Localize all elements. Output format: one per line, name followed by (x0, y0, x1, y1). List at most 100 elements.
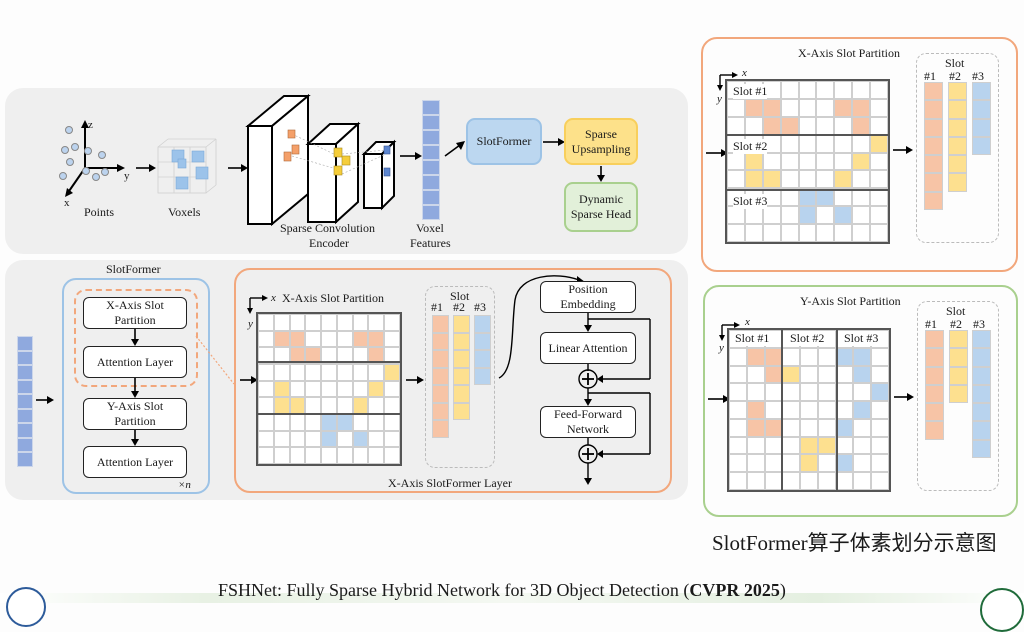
grid-cell (870, 206, 888, 225)
slot-token (924, 118, 943, 137)
grid-cell (321, 363, 337, 381)
slotformer-box: SlotFormer (466, 118, 542, 165)
slot-token (972, 403, 991, 422)
grid-cell (798, 81, 817, 99)
grid-cell-filled (273, 380, 290, 398)
grid-cell (762, 206, 781, 225)
grid-cell (834, 116, 853, 135)
footer-venue: CVPR 2025 (689, 580, 780, 600)
grid-cell (816, 224, 835, 242)
slot-column-3 (972, 330, 991, 459)
grid-cell-filled (273, 397, 290, 414)
x-axis-partition-panel (701, 37, 1018, 272)
grid-cell (764, 454, 783, 473)
slot-token (972, 100, 991, 119)
grid-cell (305, 380, 322, 398)
xy-axes-icon (247, 295, 268, 314)
grid-cell (258, 430, 274, 448)
y-panel-title: Y-Axis Slot Partition (800, 294, 901, 308)
slot-token (432, 350, 449, 368)
slot-divider (836, 328, 838, 492)
slot-token (972, 330, 991, 349)
slot-token (453, 367, 470, 385)
grid-cell-filled (834, 170, 853, 189)
slot-token (949, 348, 968, 367)
grid-cell (368, 413, 385, 431)
grid-cell (782, 347, 801, 366)
sparse-conv-encoder-icon (245, 93, 397, 227)
y-partition-label-2: Partition (114, 414, 156, 428)
grid-cell (780, 134, 799, 153)
grid-cell (800, 401, 818, 419)
grid-cell (871, 365, 889, 384)
arrow-icon (406, 376, 424, 384)
slot-id: #3 (973, 317, 985, 331)
grid-cell (852, 188, 871, 207)
grid-cell (835, 436, 854, 455)
slot-column-1 (924, 82, 943, 211)
grid-cell-filled (289, 347, 306, 364)
ffn-label-2: Network (567, 422, 609, 436)
grid-cell (727, 152, 745, 171)
grid-cell-filled (384, 363, 400, 381)
grid-cell (744, 116, 763, 135)
slot-token (453, 402, 470, 420)
slotformer-title: SlotFormer (106, 262, 161, 276)
grid-cell (729, 418, 747, 437)
upsampling-label-2: Upsampling (571, 141, 631, 156)
grid-cell (782, 418, 801, 437)
arrow-icon (131, 329, 139, 346)
points-icon (59, 120, 125, 197)
slot-token (948, 136, 967, 156)
slot-id: #2 (453, 300, 465, 314)
grid-cell (870, 116, 888, 135)
slot-header: Slot (450, 289, 470, 303)
grid-cell (782, 472, 801, 490)
grid-cell (384, 314, 400, 331)
slot-header: Slot (946, 304, 966, 318)
feed-forward-network-box: Feed-Forward Network (540, 406, 636, 438)
grid-cell (321, 330, 337, 348)
slot-token (925, 403, 944, 422)
voxel-features-label-1: Voxel (416, 221, 444, 235)
x-panel-title: X-Axis Slot Partition (798, 46, 901, 60)
slot-token (453, 350, 470, 368)
slot-token (925, 366, 944, 385)
grid-cell (852, 81, 871, 99)
footer-title-text: FSHNet: Fully Sparse Hybrid Network for … (218, 580, 690, 600)
grid-cell (817, 401, 836, 419)
grid-cell (762, 152, 781, 171)
slot-token (474, 367, 491, 385)
footer-bar (0, 593, 1024, 603)
slot-divider (256, 413, 402, 415)
grid-cell (273, 447, 290, 464)
slot-token (432, 332, 449, 350)
right-logo-icon (980, 588, 1024, 632)
arrow-icon (131, 378, 139, 398)
slot-token (948, 155, 967, 174)
input-features-column (17, 336, 33, 467)
grid-cell (853, 383, 872, 402)
axis-y-label: y (719, 342, 724, 354)
grid-cell (800, 347, 818, 366)
slot-token (453, 385, 470, 403)
grid-cell (305, 363, 322, 381)
grid-cell (834, 134, 853, 153)
slot-token (972, 439, 991, 459)
slot-token (474, 350, 491, 368)
grid-cell (258, 380, 274, 398)
grid-cell (782, 454, 801, 473)
slot-token (453, 315, 470, 333)
grid-cell-filled (852, 152, 871, 171)
grid-cell (289, 430, 306, 448)
grid-cell (273, 430, 290, 448)
slot-id: #3 (972, 69, 984, 83)
grid-cell (817, 418, 836, 437)
grid-cell (384, 447, 400, 464)
grid-cell (352, 447, 369, 464)
grid-cell (871, 347, 889, 366)
attention-label-1: Attention Layer (96, 354, 174, 369)
slot-token (972, 366, 991, 385)
grid-cell (835, 365, 854, 384)
grid-cell (729, 401, 747, 419)
